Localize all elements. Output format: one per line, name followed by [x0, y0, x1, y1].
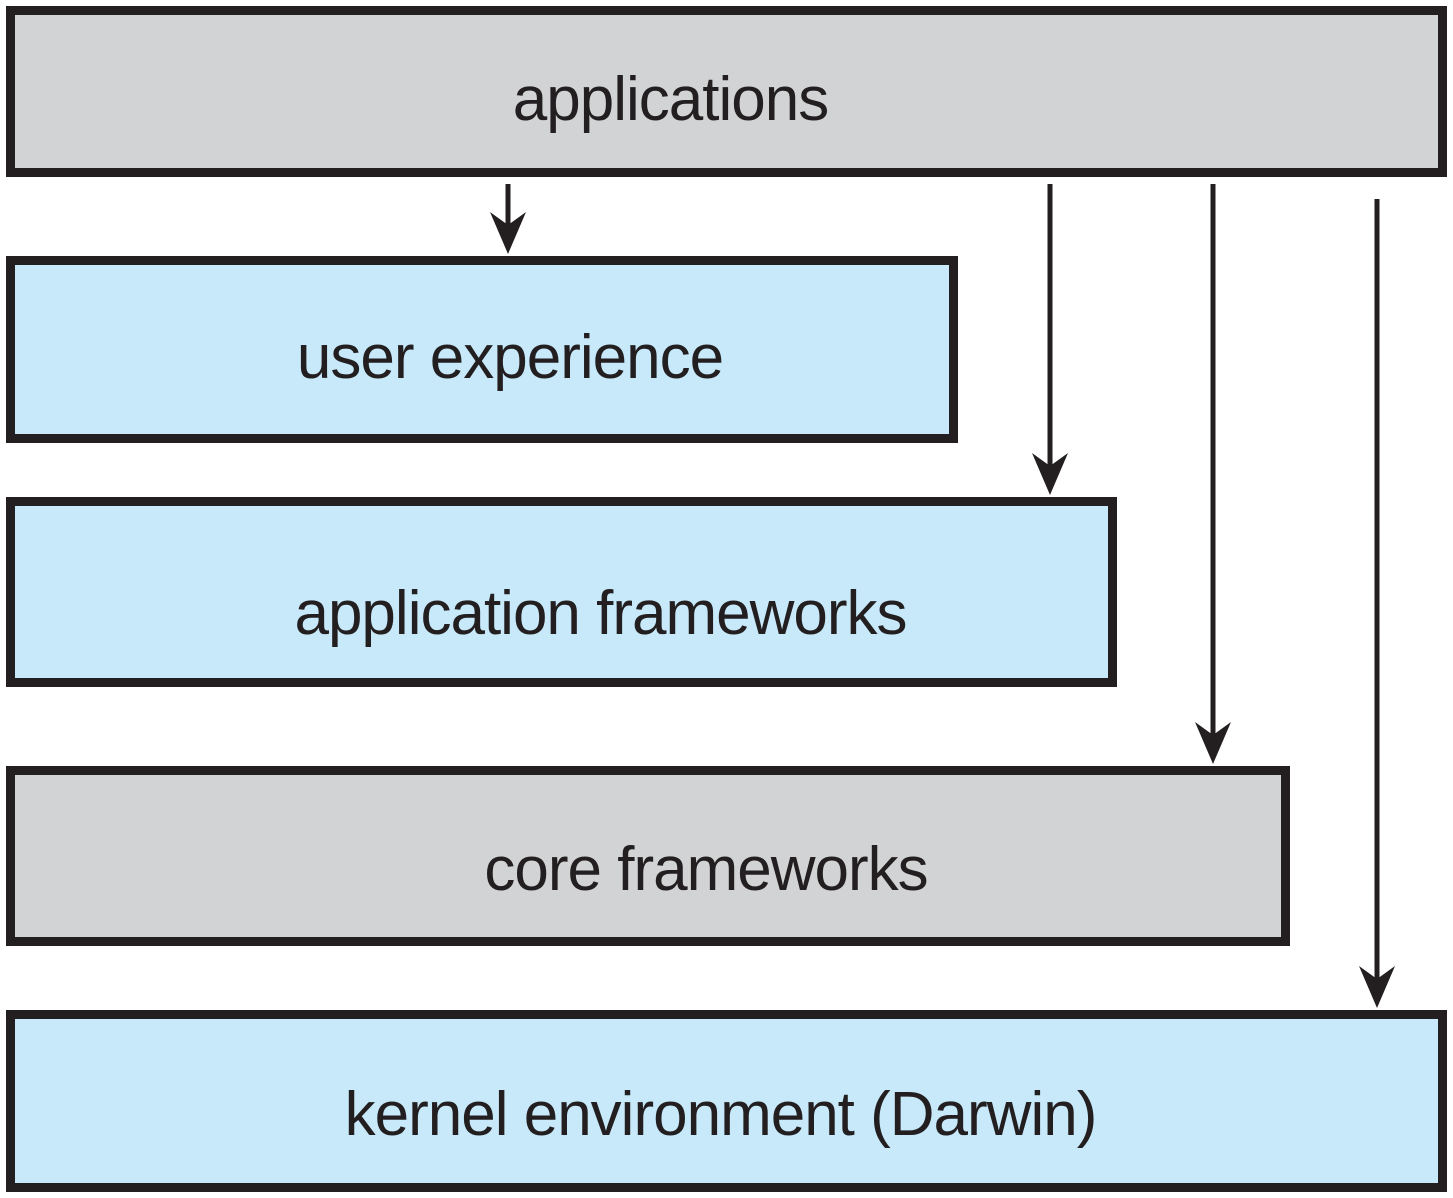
- layer-label-kernel-environment: kernel environment (Darwin): [344, 1080, 1098, 1149]
- arrowhead-icon: [1032, 453, 1068, 495]
- layer-label-application-frameworks: application frameworks: [294, 579, 907, 648]
- layer-box-applications: applications: [6, 6, 1447, 177]
- arrowhead-icon: [1195, 722, 1231, 764]
- layer-box-core-frameworks: core frameworks: [6, 766, 1290, 946]
- layer-box-kernel-environment: kernel environment (Darwin): [6, 1010, 1447, 1192]
- layer-label-applications: applications: [512, 64, 829, 134]
- down-arrow-to-user-experience: [490, 184, 526, 254]
- arrowhead-icon: [1359, 966, 1395, 1008]
- down-arrow-to-kernel-environment: [1359, 199, 1395, 1008]
- arrowhead-icon: [490, 212, 526, 254]
- layer-label-core-frameworks: core frameworks: [484, 835, 928, 904]
- layer-box-user-experience: user experience: [6, 256, 958, 443]
- layer-box-application-frameworks: application frameworks: [6, 497, 1117, 687]
- down-arrow-to-core-frameworks: [1195, 184, 1231, 764]
- down-arrow-to-application-frameworks: [1032, 184, 1068, 495]
- layer-label-user-experience: user experience: [296, 322, 724, 392]
